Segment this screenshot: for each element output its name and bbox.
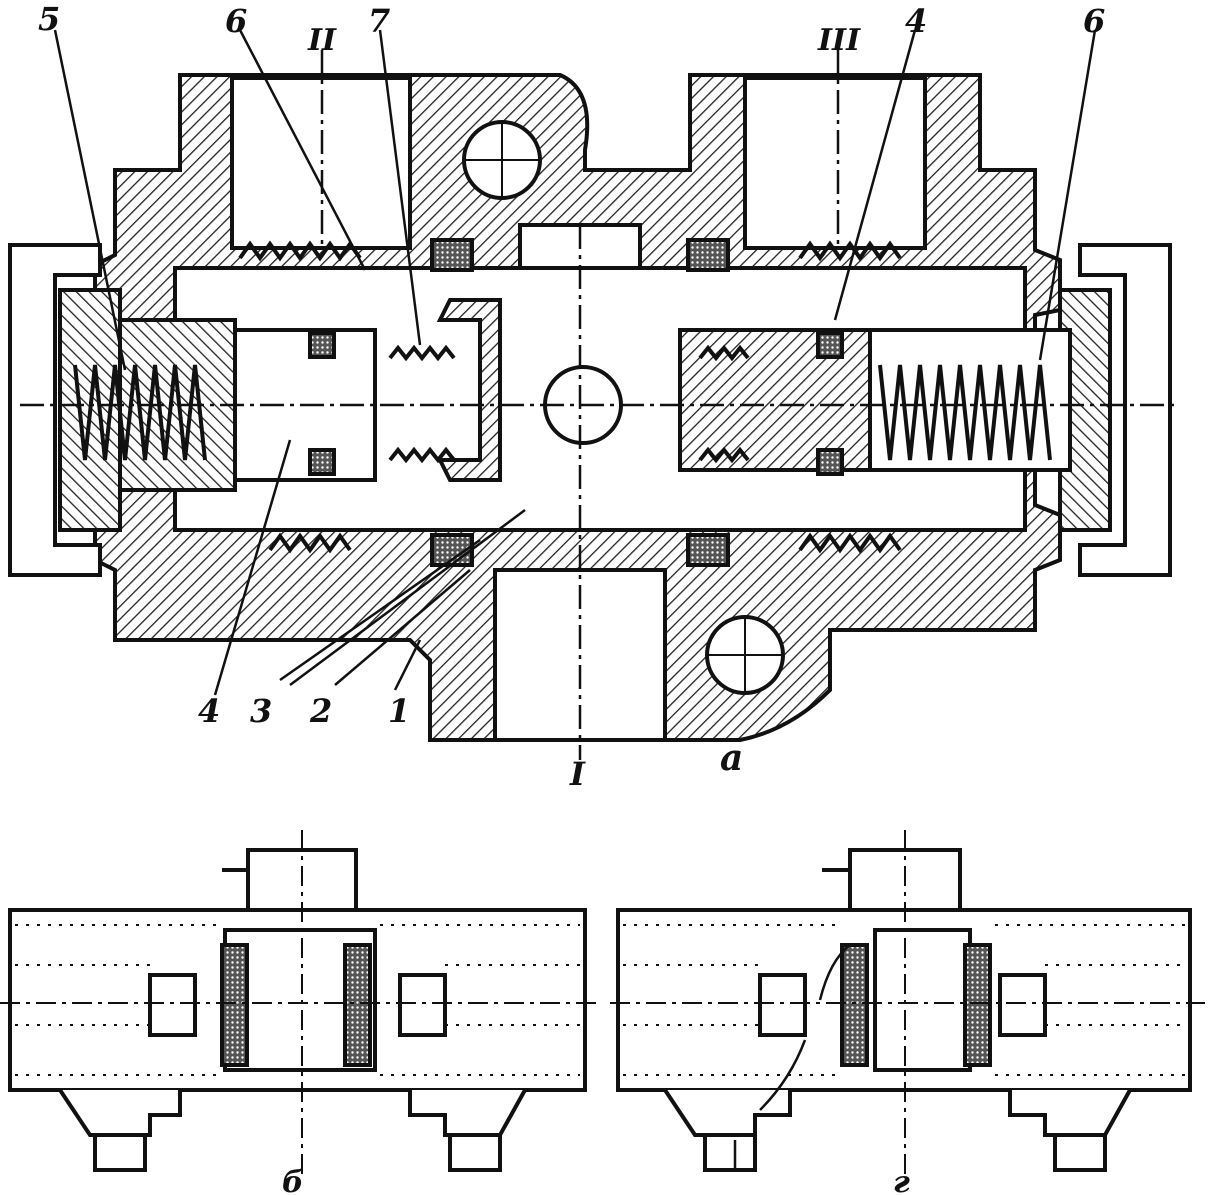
piston-left-b xyxy=(148,973,197,1037)
callout-III: III xyxy=(817,23,861,58)
base-b xyxy=(58,1088,527,1137)
spring-valve-left xyxy=(388,344,456,464)
right-end-cap xyxy=(1078,243,1172,577)
callout-7: 7 xyxy=(368,2,390,40)
spring-right-inner xyxy=(878,364,1052,461)
flow-dots-g xyxy=(610,830,1205,1180)
schematic-b xyxy=(8,848,587,1172)
callout-6-right: 6 xyxy=(1083,2,1105,40)
spring-top-left xyxy=(238,240,362,262)
seal-ring xyxy=(308,448,336,476)
leader-lines-a xyxy=(20,29,1180,760)
caption-g: г xyxy=(893,1165,910,1195)
callout-1: 1 xyxy=(388,692,410,730)
seal-ring xyxy=(816,331,844,359)
springs-a xyxy=(73,240,1052,554)
seal-ring xyxy=(686,533,730,567)
callout-3: 3 xyxy=(250,692,272,730)
drain-right-b xyxy=(448,1133,502,1172)
left-end-cap xyxy=(8,243,102,577)
spring-bottom-right xyxy=(798,532,902,554)
drain-left-g xyxy=(703,1133,757,1172)
piston-right-b xyxy=(398,973,447,1037)
callout-4-left: 4 xyxy=(198,692,220,730)
drain-left-b xyxy=(93,1133,147,1172)
seal-ring xyxy=(308,331,336,359)
filter-right-g xyxy=(963,943,992,1067)
spring-valve-right xyxy=(698,344,750,464)
port-III xyxy=(743,76,927,250)
piston-left-g xyxy=(758,973,807,1037)
callout-4-right: 4 xyxy=(905,2,927,40)
seal-ring xyxy=(430,238,474,272)
filter-left-g xyxy=(840,943,869,1067)
spring-top-right xyxy=(798,240,902,262)
callout-2: 2 xyxy=(309,692,332,730)
seal-ring xyxy=(816,448,844,476)
callout-II: II xyxy=(307,23,337,58)
piston-right-g xyxy=(998,973,1047,1037)
spring-left-inner xyxy=(73,364,207,461)
callout-6-left: 6 xyxy=(225,2,247,40)
flow-arrows-g xyxy=(733,944,851,1168)
labels-a: 5 6 II 7 III 4 6 4 3 2 1 I а xyxy=(38,0,1105,793)
seal-ring xyxy=(686,238,730,272)
callout-5: 5 xyxy=(38,0,60,38)
flow-dots-b xyxy=(0,830,600,1180)
axis-label-I: I xyxy=(569,755,586,793)
spool-g xyxy=(873,928,972,1072)
filter-right-b xyxy=(343,943,372,1067)
spring-bottom-left xyxy=(268,532,352,554)
caption-b: б xyxy=(282,1165,304,1195)
caption-a: а xyxy=(720,737,743,779)
drain-right-g xyxy=(1053,1133,1107,1172)
base-g xyxy=(663,1088,1132,1137)
filter-left-b xyxy=(220,943,249,1067)
